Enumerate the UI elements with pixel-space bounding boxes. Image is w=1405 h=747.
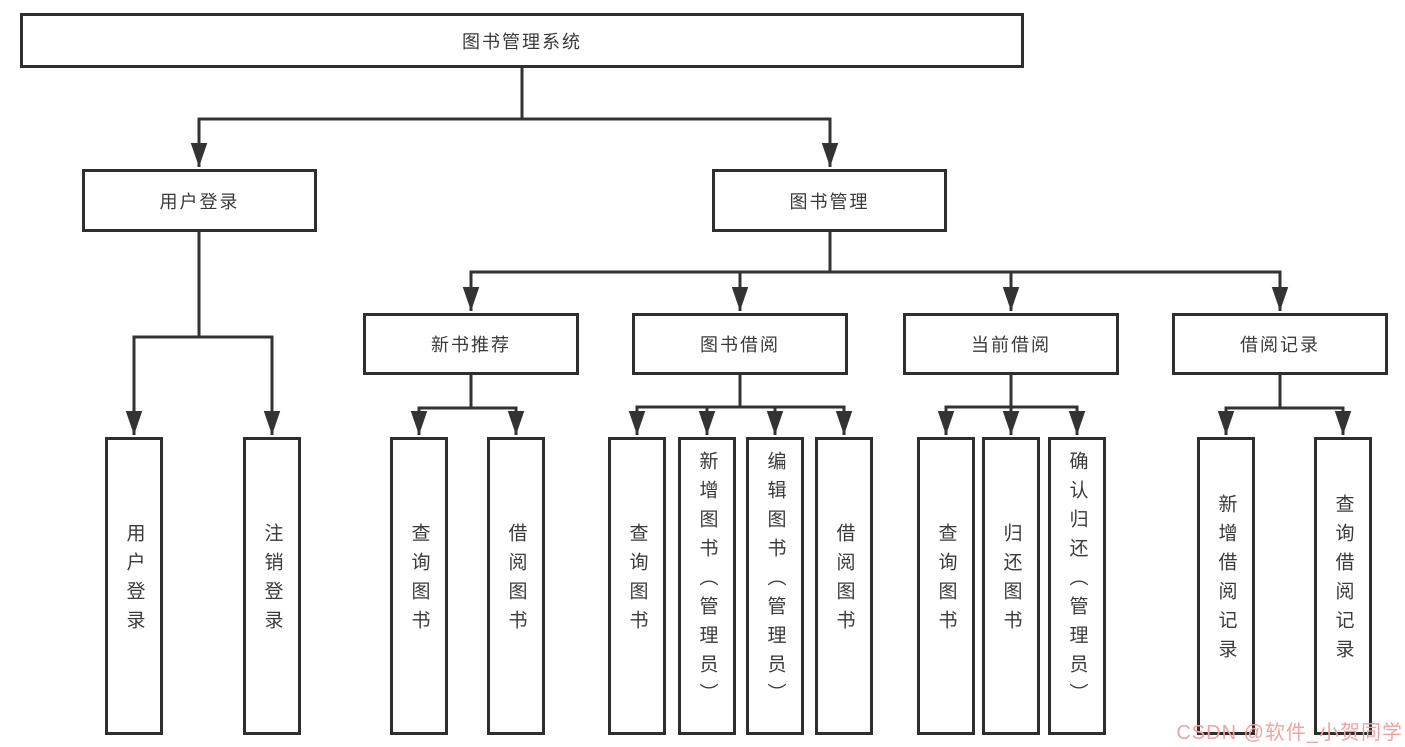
leaf-user-login-label: 用户登录 — [123, 523, 145, 639]
node-borrowing-records: 借阅记录 — [1172, 313, 1388, 375]
node-new-book-recommendation-label: 新书推荐 — [431, 335, 511, 355]
csdn-watermark: CSDN @软件_小贺同学 — [1176, 722, 1403, 744]
node-book-borrowing: 图书借阅 — [632, 313, 848, 375]
node-current-borrowing: 当前借阅 — [903, 313, 1119, 375]
node-book-management: 图书管理 — [712, 169, 947, 232]
leaf-confirm-return-admin-label: 确认归还（管理员） — [1066, 450, 1088, 712]
leaf-borrow-books-recommend: 借阅图书 — [487, 437, 545, 735]
leaf-edit-books-admin: 编辑图书（管理员） — [746, 437, 804, 735]
leaf-query-books-borrowing-label: 查询图书 — [626, 523, 648, 639]
node-current-borrowing-label: 当前借阅 — [971, 335, 1051, 355]
leaf-user-login: 用户登录 — [105, 437, 163, 735]
node-user-login: 用户登录 — [82, 169, 317, 232]
leaf-add-books-admin: 新增图书（管理员） — [678, 437, 736, 735]
leaf-query-borrow-record-label: 查询借阅记录 — [1332, 494, 1354, 668]
leaf-return-books-label: 归还图书 — [1000, 523, 1022, 639]
leaf-query-books-borrowing: 查询图书 — [608, 437, 666, 735]
node-book-management-label: 图书管理 — [789, 191, 870, 212]
leaf-logout-label: 注销登录 — [261, 523, 283, 639]
leaf-query-books-current: 查询图书 — [917, 437, 975, 735]
leaf-add-books-admin-label: 新增图书（管理员） — [696, 450, 718, 712]
leaf-borrow-books-label: 借阅图书 — [833, 523, 855, 639]
node-library-system: 图书管理系统 — [20, 13, 1024, 68]
leaf-add-borrow-record: 新增借阅记录 — [1197, 437, 1255, 735]
leaf-return-books: 归还图书 — [982, 437, 1040, 735]
node-library-system-label: 图书管理系统 — [462, 31, 582, 52]
leaf-query-borrow-record: 查询借阅记录 — [1314, 437, 1372, 735]
node-new-book-recommendation: 新书推荐 — [363, 313, 579, 375]
leaf-query-books-recommend-label: 查询图书 — [408, 523, 430, 639]
leaf-borrow-books-recommend-label: 借阅图书 — [505, 523, 527, 639]
node-book-borrowing-label: 图书借阅 — [700, 335, 780, 355]
leaf-edit-books-admin-label: 编辑图书（管理员） — [764, 450, 786, 712]
leaf-query-books-recommend: 查询图书 — [390, 437, 448, 735]
leaf-logout: 注销登录 — [243, 437, 301, 735]
leaf-borrow-books: 借阅图书 — [815, 437, 873, 735]
leaf-query-books-current-label: 查询图书 — [935, 523, 957, 639]
leaf-add-borrow-record-label: 新增借阅记录 — [1215, 494, 1237, 668]
node-borrowing-records-label: 借阅记录 — [1240, 335, 1320, 355]
leaf-confirm-return-admin: 确认归还（管理员） — [1048, 437, 1106, 735]
node-user-login-label: 用户登录 — [159, 191, 240, 212]
